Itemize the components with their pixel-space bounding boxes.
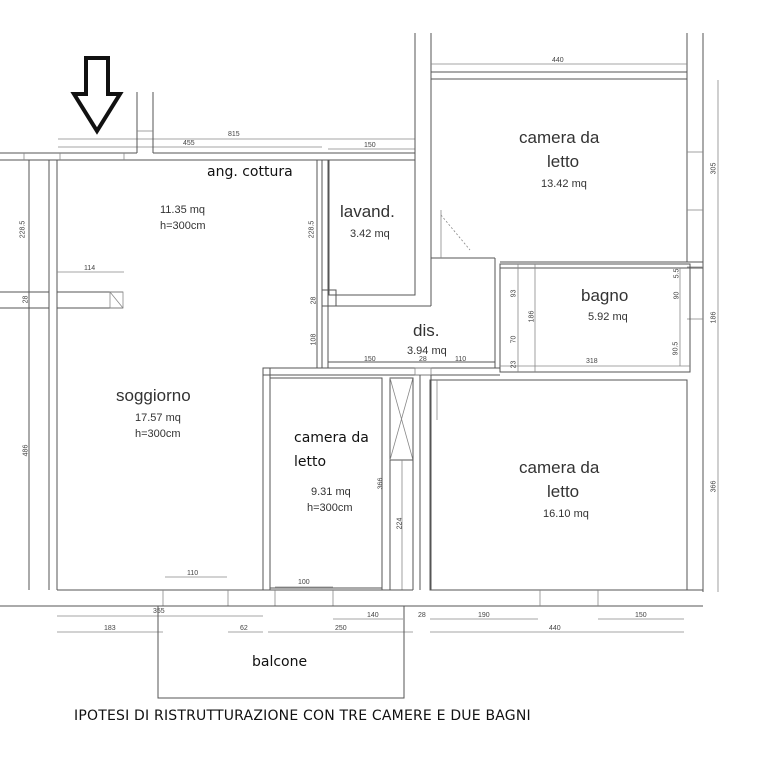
dim-top-815: 815 — [228, 131, 240, 138]
room-label-bagno: bagno — [581, 286, 629, 305]
room-label-camera2-line1: camera da — [294, 430, 369, 446]
dim-bath-318: 318 — [586, 358, 598, 365]
room-area-camera2: 9.31 mq — [311, 486, 351, 498]
room-area-camera3: 16.10 mq — [543, 508, 589, 520]
dim-bot-250: 250 — [335, 625, 347, 632]
room-label-disimpegno: dis. — [413, 321, 440, 340]
dim-cam2-366: 366 — [377, 477, 385, 490]
dim-bath-90-5: 90.5 — [672, 341, 680, 356]
dim-bot-140: 140 — [367, 612, 379, 619]
dim-left-28: 28 — [22, 295, 30, 304]
room-label-ang-cottura: ang. cottura — [207, 164, 293, 180]
dim-bath-93: 93 — [510, 289, 518, 298]
dim-bath-90: 90 — [673, 291, 681, 300]
dim-bot-190: 190 — [478, 612, 490, 619]
dim-kitchen-228-5: 228.5 — [308, 220, 316, 239]
dim-dis-110: 110 — [455, 356, 467, 363]
dim-bot-28: 28 — [418, 612, 426, 619]
dim-bath-186: 186 — [528, 310, 536, 323]
room-area-bagno: 5.92 mq — [588, 311, 628, 323]
room-area-ang-cottura: 11.35 mq — [160, 204, 206, 216]
room-area-soggiorno: 17.57 mq — [135, 412, 181, 424]
dim-dis-28: 28 — [419, 356, 427, 363]
dim-bot-355: 355 — [153, 608, 165, 615]
room-height-soggiorno: h=300cm — [135, 428, 181, 440]
dim-right-305: 305 — [710, 162, 718, 175]
room-label-balcone: balcone — [252, 654, 308, 670]
dim-bot-150: 150 — [635, 612, 647, 619]
dim-bot-183: 183 — [104, 625, 116, 632]
room-height-ang-cottura: h=300cm — [160, 220, 206, 232]
dim-kitchen-28: 28 — [310, 296, 318, 305]
entrance-arrow-icon — [70, 56, 124, 135]
dim-bot-440: 440 — [549, 625, 561, 632]
dim-top-150: 150 — [364, 142, 376, 149]
room-height-camera2: h=300cm — [307, 502, 353, 514]
dim-right-366: 366 — [710, 480, 718, 493]
room-label-camera1-line2: letto — [547, 152, 580, 171]
room-area-disimpegno: 3.94 mq — [407, 345, 447, 357]
dim-bath-5-5: 5.5 — [673, 268, 681, 279]
dim-cam2-224: 224 — [396, 517, 404, 530]
dim-dis-150: 150 — [364, 356, 376, 363]
dim-kitchen-108: 108 — [310, 333, 318, 346]
room-area-lavanderia: 3.42 mq — [350, 228, 390, 240]
room-label-camera2-line2: letto — [294, 454, 327, 470]
room-label-camera3-line1: camera da — [519, 458, 600, 477]
plan-caption: IPOTESI DI RISTRUTTURAZIONE CON TRE CAME… — [74, 708, 531, 724]
dim-inner-114: 114 — [84, 265, 96, 272]
dim-top-455: 455 — [183, 140, 195, 147]
room-label-soggiorno: soggiorno — [116, 386, 191, 405]
dim-bath-70: 70 — [510, 335, 518, 344]
room-label-lavanderia: lavand. — [340, 202, 395, 221]
dim-left-228-5: 228.5 — [19, 220, 27, 239]
room-area-camera1: 13.42 mq — [541, 178, 587, 190]
room-label-camera3-line2: letto — [547, 482, 580, 501]
dim-cam2-100: 100 — [298, 579, 310, 586]
dim-bath-23: 23 — [510, 360, 518, 369]
dim-top-440: 440 — [552, 57, 564, 64]
dim-left-486: 486 — [22, 444, 30, 457]
room-label-camera1-line1: camera da — [519, 128, 600, 147]
dim-bot-62: 62 — [240, 625, 248, 632]
dim-liv-110: 110 — [187, 570, 199, 577]
dim-right-186: 186 — [710, 311, 718, 324]
